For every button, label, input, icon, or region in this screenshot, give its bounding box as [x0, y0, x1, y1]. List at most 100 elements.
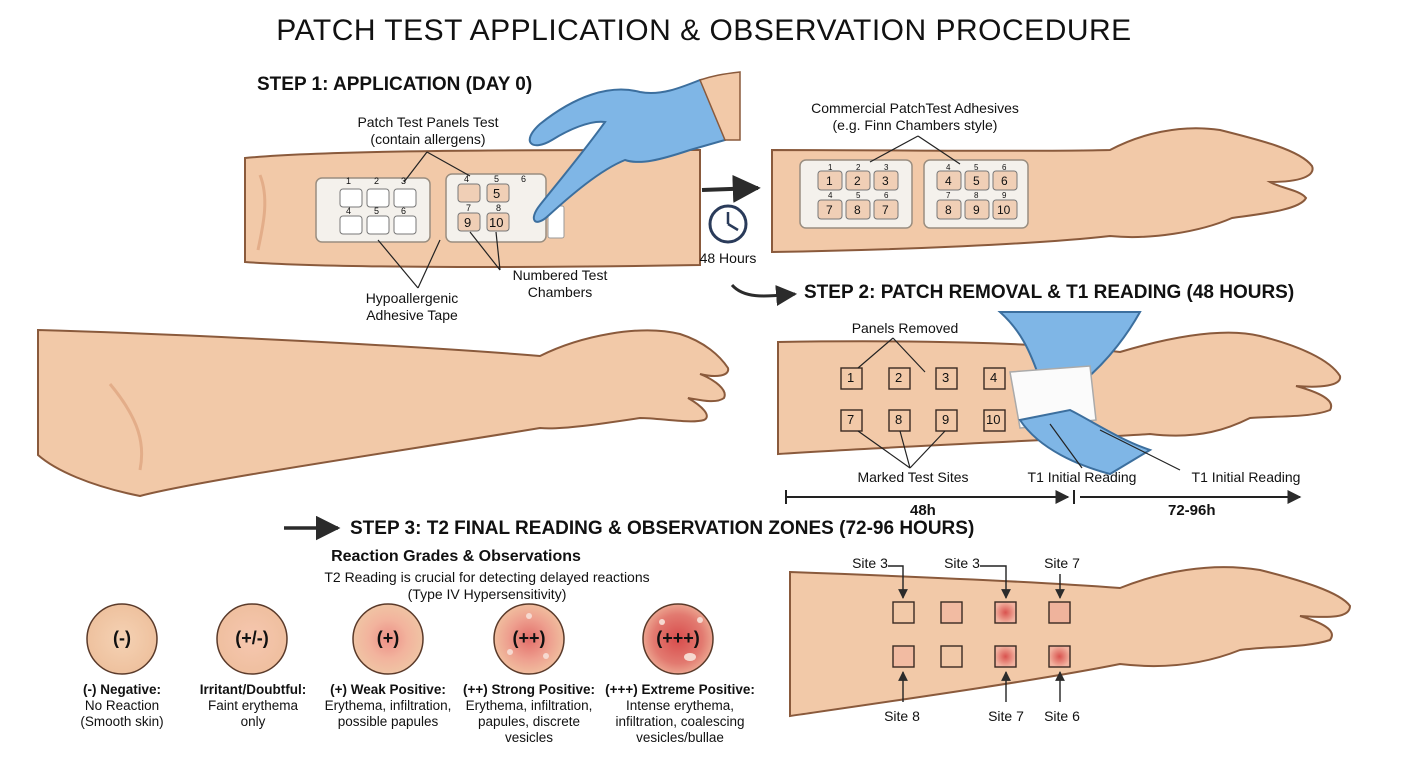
- applied-small-num: 3: [884, 163, 889, 172]
- site-num: 3: [942, 370, 950, 385]
- reaction-subtitle-line1: T2 Reading is crucial for detecting dela…: [324, 569, 650, 585]
- left-panel-num: 4: [346, 206, 352, 216]
- commercial-label-line2: (e.g. Finn Chambers style): [832, 117, 998, 133]
- grade-caption-strong: (++) Strong Positive: Erythema, infiltra…: [454, 682, 604, 746]
- site-num: 7: [847, 412, 855, 427]
- timeline: [785, 490, 1302, 504]
- tape-label: Hypoallergenic Adhesive Tape: [340, 290, 484, 324]
- step3-heading: STEP 3: T2 FINAL READING & OBSERVATION Z…: [350, 518, 975, 539]
- tape-label-line1: Hypoallergenic: [365, 290, 459, 306]
- grade-desc: only: [240, 714, 266, 729]
- step1-heading: STEP 1: APPLICATION (DAY 0): [257, 74, 533, 95]
- step2-gloved-hands: [997, 311, 1153, 476]
- left-panel-num: 5: [374, 206, 380, 216]
- grade-symbol-weak: (+): [376, 628, 400, 648]
- right-chamber-num: 9: [464, 215, 472, 230]
- chambers-label-line2: Chambers: [527, 284, 593, 300]
- step1-right-patch-panel: [445, 173, 565, 243]
- applied-num: 7: [882, 203, 889, 217]
- applied-num: 9: [973, 203, 980, 217]
- page-title: PATCH TEST APPLICATION & OBSERVATION PRO…: [276, 14, 1132, 47]
- grade-desc: (Smooth skin): [80, 714, 164, 729]
- applied-num: 1: [826, 174, 833, 188]
- grade-caption-negative: (-) Negative: No Reaction (Smooth skin): [47, 682, 197, 730]
- site-num: 9: [942, 412, 950, 427]
- applied-right-panel: [923, 159, 1029, 229]
- commercial-label-line1: Commercial PatchTest Adhesives: [811, 100, 1019, 116]
- marked-sites-label: Marked Test Sites: [857, 469, 969, 485]
- right-panel-num: 4: [464, 174, 470, 184]
- step1-left-patch-panel: [315, 177, 431, 243]
- grade-caption-extreme: (+++) Extreme Positive: Intense erythema…: [600, 682, 760, 746]
- bare-arm: [37, 328, 730, 498]
- applied-small-num: 4: [946, 163, 951, 172]
- chambers-label: Numbered Test Chambers: [492, 267, 628, 301]
- step3-forearm: [789, 566, 1352, 718]
- applied-num: 2: [854, 174, 861, 188]
- applied-num: 8: [945, 203, 952, 217]
- reaction-circles: [86, 603, 714, 675]
- grade-desc: vesicles/bullae: [636, 730, 724, 745]
- grade-caption-weak: (+) Weak Positive: Erythema, infiltratio…: [313, 682, 463, 730]
- site-label-top: Site 3: [944, 555, 980, 571]
- panels-label: Patch Test Panels Test (contain allergen…: [330, 114, 526, 148]
- reaction-title: Reaction Grades & Observations: [331, 548, 581, 565]
- step1-gloved-hand: [528, 71, 741, 223]
- panels-label-line2: (contain allergens): [370, 131, 486, 147]
- grade-title: (-) Negative:: [82, 682, 161, 697]
- applied-num: 4: [945, 174, 952, 188]
- site-label-bottom: Site 8: [884, 708, 920, 724]
- step2-marked-sites: [840, 367, 1006, 432]
- grade-desc: Faint erythema: [207, 698, 299, 713]
- applied-small-num: 6: [884, 191, 889, 200]
- applied-small-num: 9: [1002, 191, 1007, 200]
- grade-desc: vesicles: [504, 730, 553, 745]
- grade-title: (+++) Extreme Positive:: [605, 682, 755, 697]
- left-panel-num: 3: [401, 176, 407, 186]
- applied-small-num: 6: [1002, 163, 1007, 172]
- t1-reading-label-a: T1 Initial Reading: [1027, 469, 1137, 485]
- tape-label-line2: Adhesive Tape: [366, 307, 458, 323]
- applied-num: 10: [997, 203, 1011, 217]
- reaction-subtitle: T2 Reading is crucial for detecting dela…: [290, 569, 684, 603]
- right-panel-num: 5: [494, 174, 500, 184]
- right-chamber-num: 10: [489, 215, 504, 230]
- right-panel-num: 6: [521, 174, 527, 184]
- step3-observation-sites: [892, 601, 1071, 668]
- left-panel-num: 1: [346, 176, 352, 186]
- applied-num: 6: [1001, 174, 1008, 188]
- site-num: 10: [986, 412, 1001, 427]
- applied-small-num: 7: [946, 191, 951, 200]
- right-panel-num: 8: [496, 203, 502, 213]
- site-label-bottom: Site 6: [1044, 708, 1080, 724]
- applied-num: 8: [854, 203, 861, 217]
- grade-desc: No Reaction: [84, 698, 160, 713]
- grade-desc: possible papules: [337, 714, 439, 729]
- applied-small-num: 5: [974, 163, 979, 172]
- timeline-48h: 48h: [910, 502, 936, 519]
- grade-symbol-negative: (-): [113, 628, 131, 648]
- t1-reading-label-b: T1 Initial Reading: [1191, 469, 1301, 485]
- step3-site-arrows: [888, 565, 1065, 702]
- grade-title: (++) Strong Positive:: [462, 682, 596, 697]
- grade-symbol-doubtful: (+/-): [235, 628, 269, 648]
- applied-small-num: 5: [856, 191, 861, 200]
- panels-label-line1: Patch Test Panels Test: [357, 114, 499, 130]
- applied-num: 3: [882, 174, 889, 188]
- applied-left-panel: [799, 159, 913, 229]
- applied-num: 7: [826, 203, 833, 217]
- commercial-label: Commercial PatchTest Adhesives (e.g. Fin…: [780, 100, 1050, 134]
- right-panel-num: 7: [466, 203, 472, 213]
- applied-small-num: 8: [974, 191, 979, 200]
- step2-leader-lines: [857, 337, 1181, 471]
- applied-small-num: 4: [828, 191, 833, 200]
- grade-desc: papules, discrete: [477, 714, 581, 729]
- site-label-top: Site 7: [1044, 555, 1080, 571]
- site-num: 4: [990, 370, 998, 385]
- grade-desc: Erythema, infiltration,: [465, 698, 593, 713]
- site-num: 1: [847, 370, 855, 385]
- site-num: 8: [895, 412, 903, 427]
- chambers-label-line1: Numbered Test: [512, 267, 608, 283]
- grade-title: Irritant/Doubtful:: [199, 682, 307, 697]
- panels-removed-label: Panels Removed: [851, 320, 959, 336]
